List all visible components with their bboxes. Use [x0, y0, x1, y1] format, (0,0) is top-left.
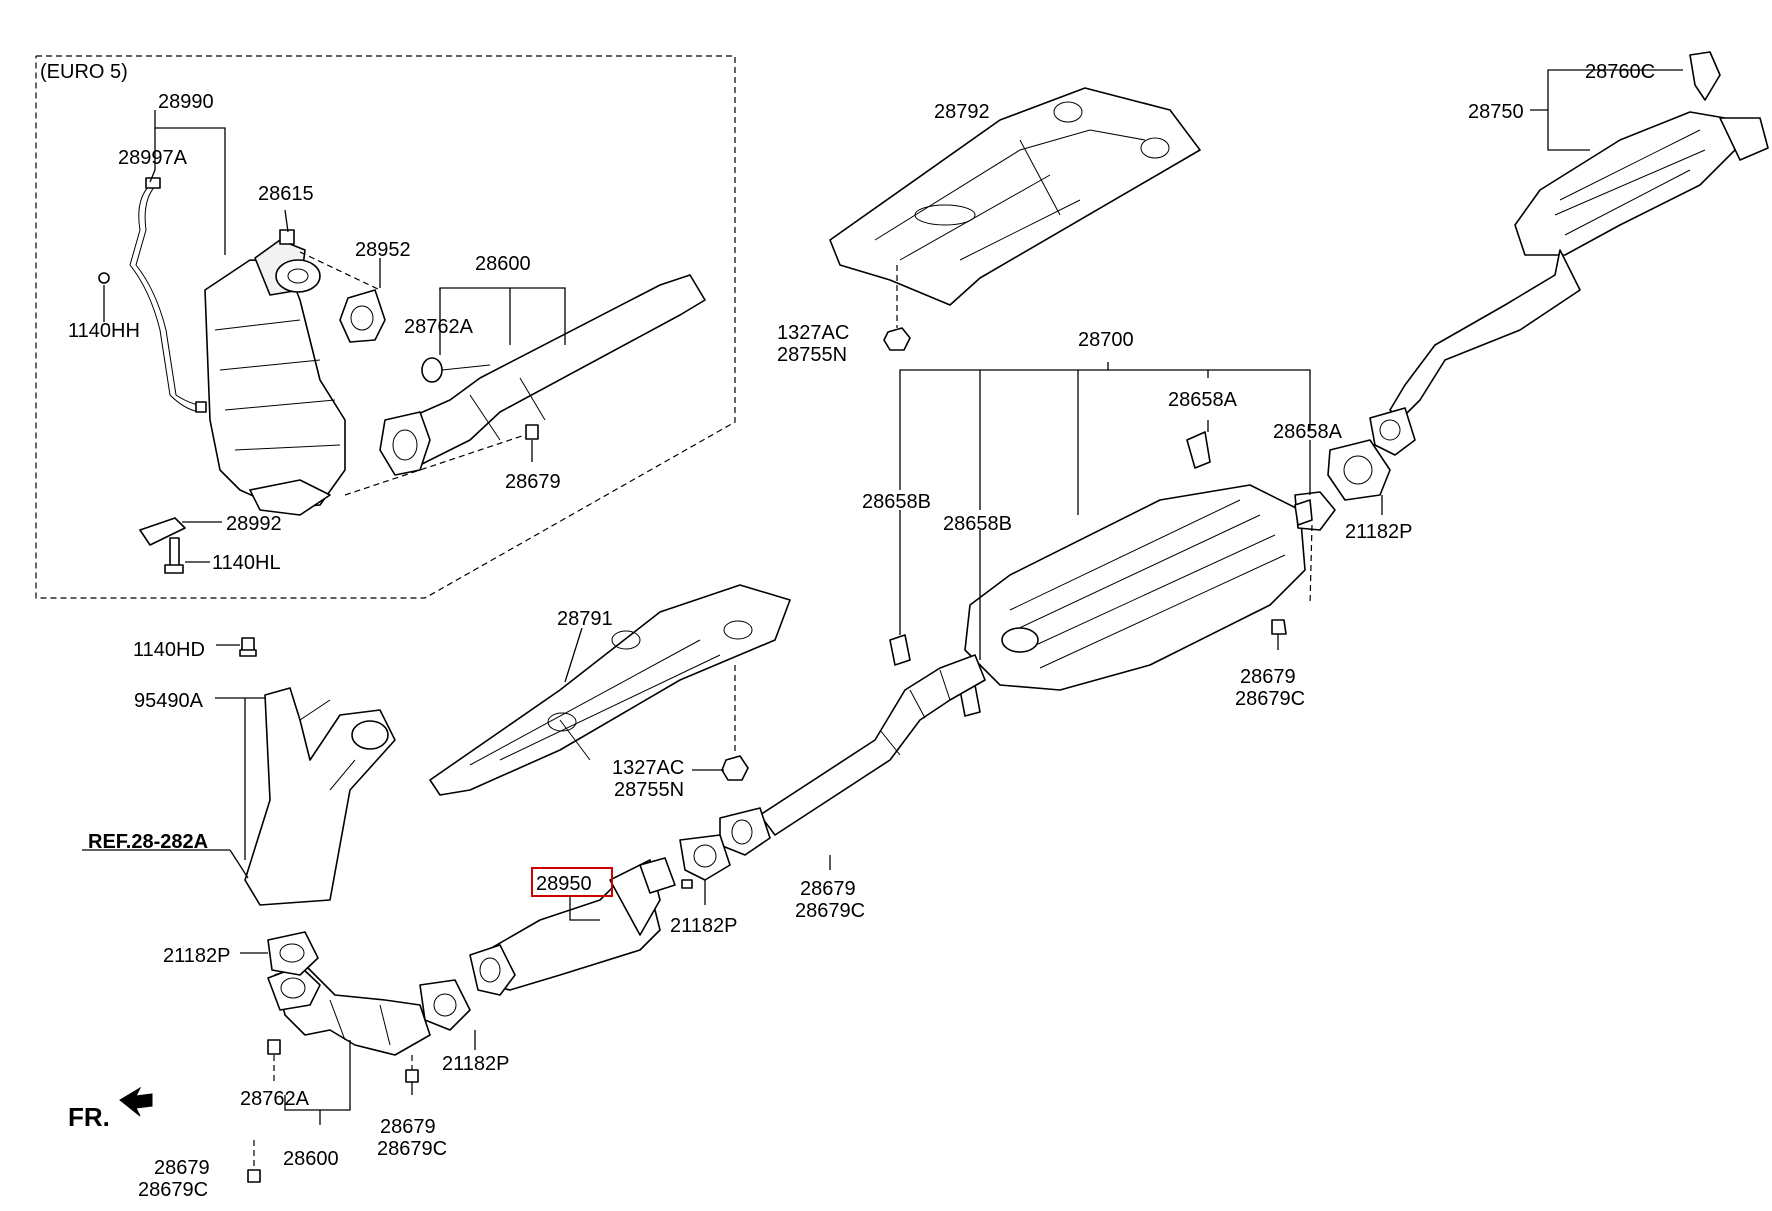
label-28679c-bl: 28679C	[138, 1179, 208, 1201]
label-1327ac-mid: 1327AC	[612, 757, 684, 779]
bracket-95490a-drawing	[239, 637, 396, 906]
variant-label: (EURO 5)	[40, 61, 128, 83]
label-28791: 28791	[557, 608, 613, 630]
center-muffler-leaders	[899, 362, 1313, 660]
label-28679-bottom: 28679	[380, 1116, 436, 1138]
nut-28679-top-drawing	[525, 424, 539, 440]
label-28679-top: 28679	[505, 471, 561, 493]
heat-shield-28791-leaders	[564, 627, 749, 781]
label-28952: 28952	[355, 239, 411, 261]
front-direction-arrow	[119, 1086, 153, 1117]
label-1140hl: 1140HL	[212, 552, 281, 574]
label-28679-right: 28679	[1240, 666, 1296, 688]
gasket-28952-drawing	[339, 289, 386, 343]
label-21182p-center: 21182P	[670, 915, 737, 937]
label-28700: 28700	[1078, 329, 1134, 351]
label-28950: 28950	[536, 873, 592, 895]
label-28658b-left: 28658B	[862, 491, 931, 513]
rear-muffler-28750-drawing	[1389, 51, 1769, 421]
label-28990: 28990	[158, 91, 214, 113]
reference-label: REF.28-282A	[88, 831, 208, 853]
front-pipe-euro5-drawing	[379, 274, 706, 476]
label-28679-bl: 28679	[154, 1157, 210, 1179]
label-28679c-right: 28679C	[1235, 688, 1305, 710]
catalytic-converter-leaders	[531, 855, 831, 921]
bracket-28992-drawing	[139, 517, 186, 574]
part-labels: 28990 28997A 28615 28952 28600 28762A 11…	[68, 61, 1655, 1201]
label-1327ac-top: 1327AC	[777, 322, 849, 344]
label-28679c-bottom: 28679C	[377, 1138, 447, 1160]
front-marker: FR.	[68, 1102, 110, 1132]
front-pipe-bottom-leaders	[240, 952, 476, 1170]
label-28679c-center: 28679C	[795, 900, 865, 922]
bracket-95490a-leaders	[82, 644, 265, 879]
heat-shield-28791-drawing	[429, 584, 791, 796]
dpf-assembly-drawing	[204, 239, 346, 516]
label-1140hd: 1140HD	[133, 639, 205, 661]
label-28615: 28615	[258, 183, 314, 205]
label-28658a-mid: 28658A	[1168, 389, 1238, 411]
catalytic-converter-28950-drawing	[469, 834, 731, 996]
label-28762a-bottom: 28762A	[240, 1088, 310, 1110]
center-muffler-28700-drawing	[719, 431, 1336, 856]
bolt-1140hh-drawing	[98, 272, 110, 284]
label-28600-bottom: 28600	[283, 1148, 339, 1170]
label-21182p-right: 21182P	[1345, 521, 1412, 543]
label-28658a-right: 28658A	[1273, 421, 1343, 443]
label-28755n-top: 28755N	[777, 344, 847, 366]
label-28750: 28750	[1468, 101, 1524, 123]
label-28760c: 28760C	[1585, 61, 1655, 83]
label-28762a-top: 28762A	[404, 316, 474, 338]
label-1140hh: 1140HH	[68, 320, 140, 342]
label-95490a: 95490A	[134, 690, 204, 712]
label-21182p-bottom: 21182P	[442, 1053, 509, 1075]
heat-shield-28792-drawing	[829, 87, 1201, 306]
rear-muffler-leaders	[1530, 69, 1683, 151]
euro5-leaders	[103, 110, 566, 563]
label-21182p-left: 21182P	[163, 945, 230, 967]
sensor-pipe-drawing	[129, 177, 207, 413]
label-28600-top: 28600	[475, 253, 531, 275]
label-28997a: 28997A	[118, 147, 188, 169]
nut-1327ac-top-drawing	[883, 265, 911, 351]
clamp-28615-drawing	[279, 229, 295, 245]
label-28658b-mid: 28658B	[943, 513, 1012, 535]
label-28792: 28792	[934, 101, 990, 123]
euro5-section: (EURO 5)	[35, 55, 736, 599]
label-28679-center: 28679	[800, 878, 856, 900]
hanger-28762a-drawing	[421, 357, 491, 383]
label-28755n-mid: 28755N	[614, 779, 684, 801]
gasket-21182p-right-drawing	[1327, 407, 1416, 515]
front-pipe-bottom-drawing	[247, 931, 471, 1183]
label-28992: 28992	[226, 513, 282, 535]
